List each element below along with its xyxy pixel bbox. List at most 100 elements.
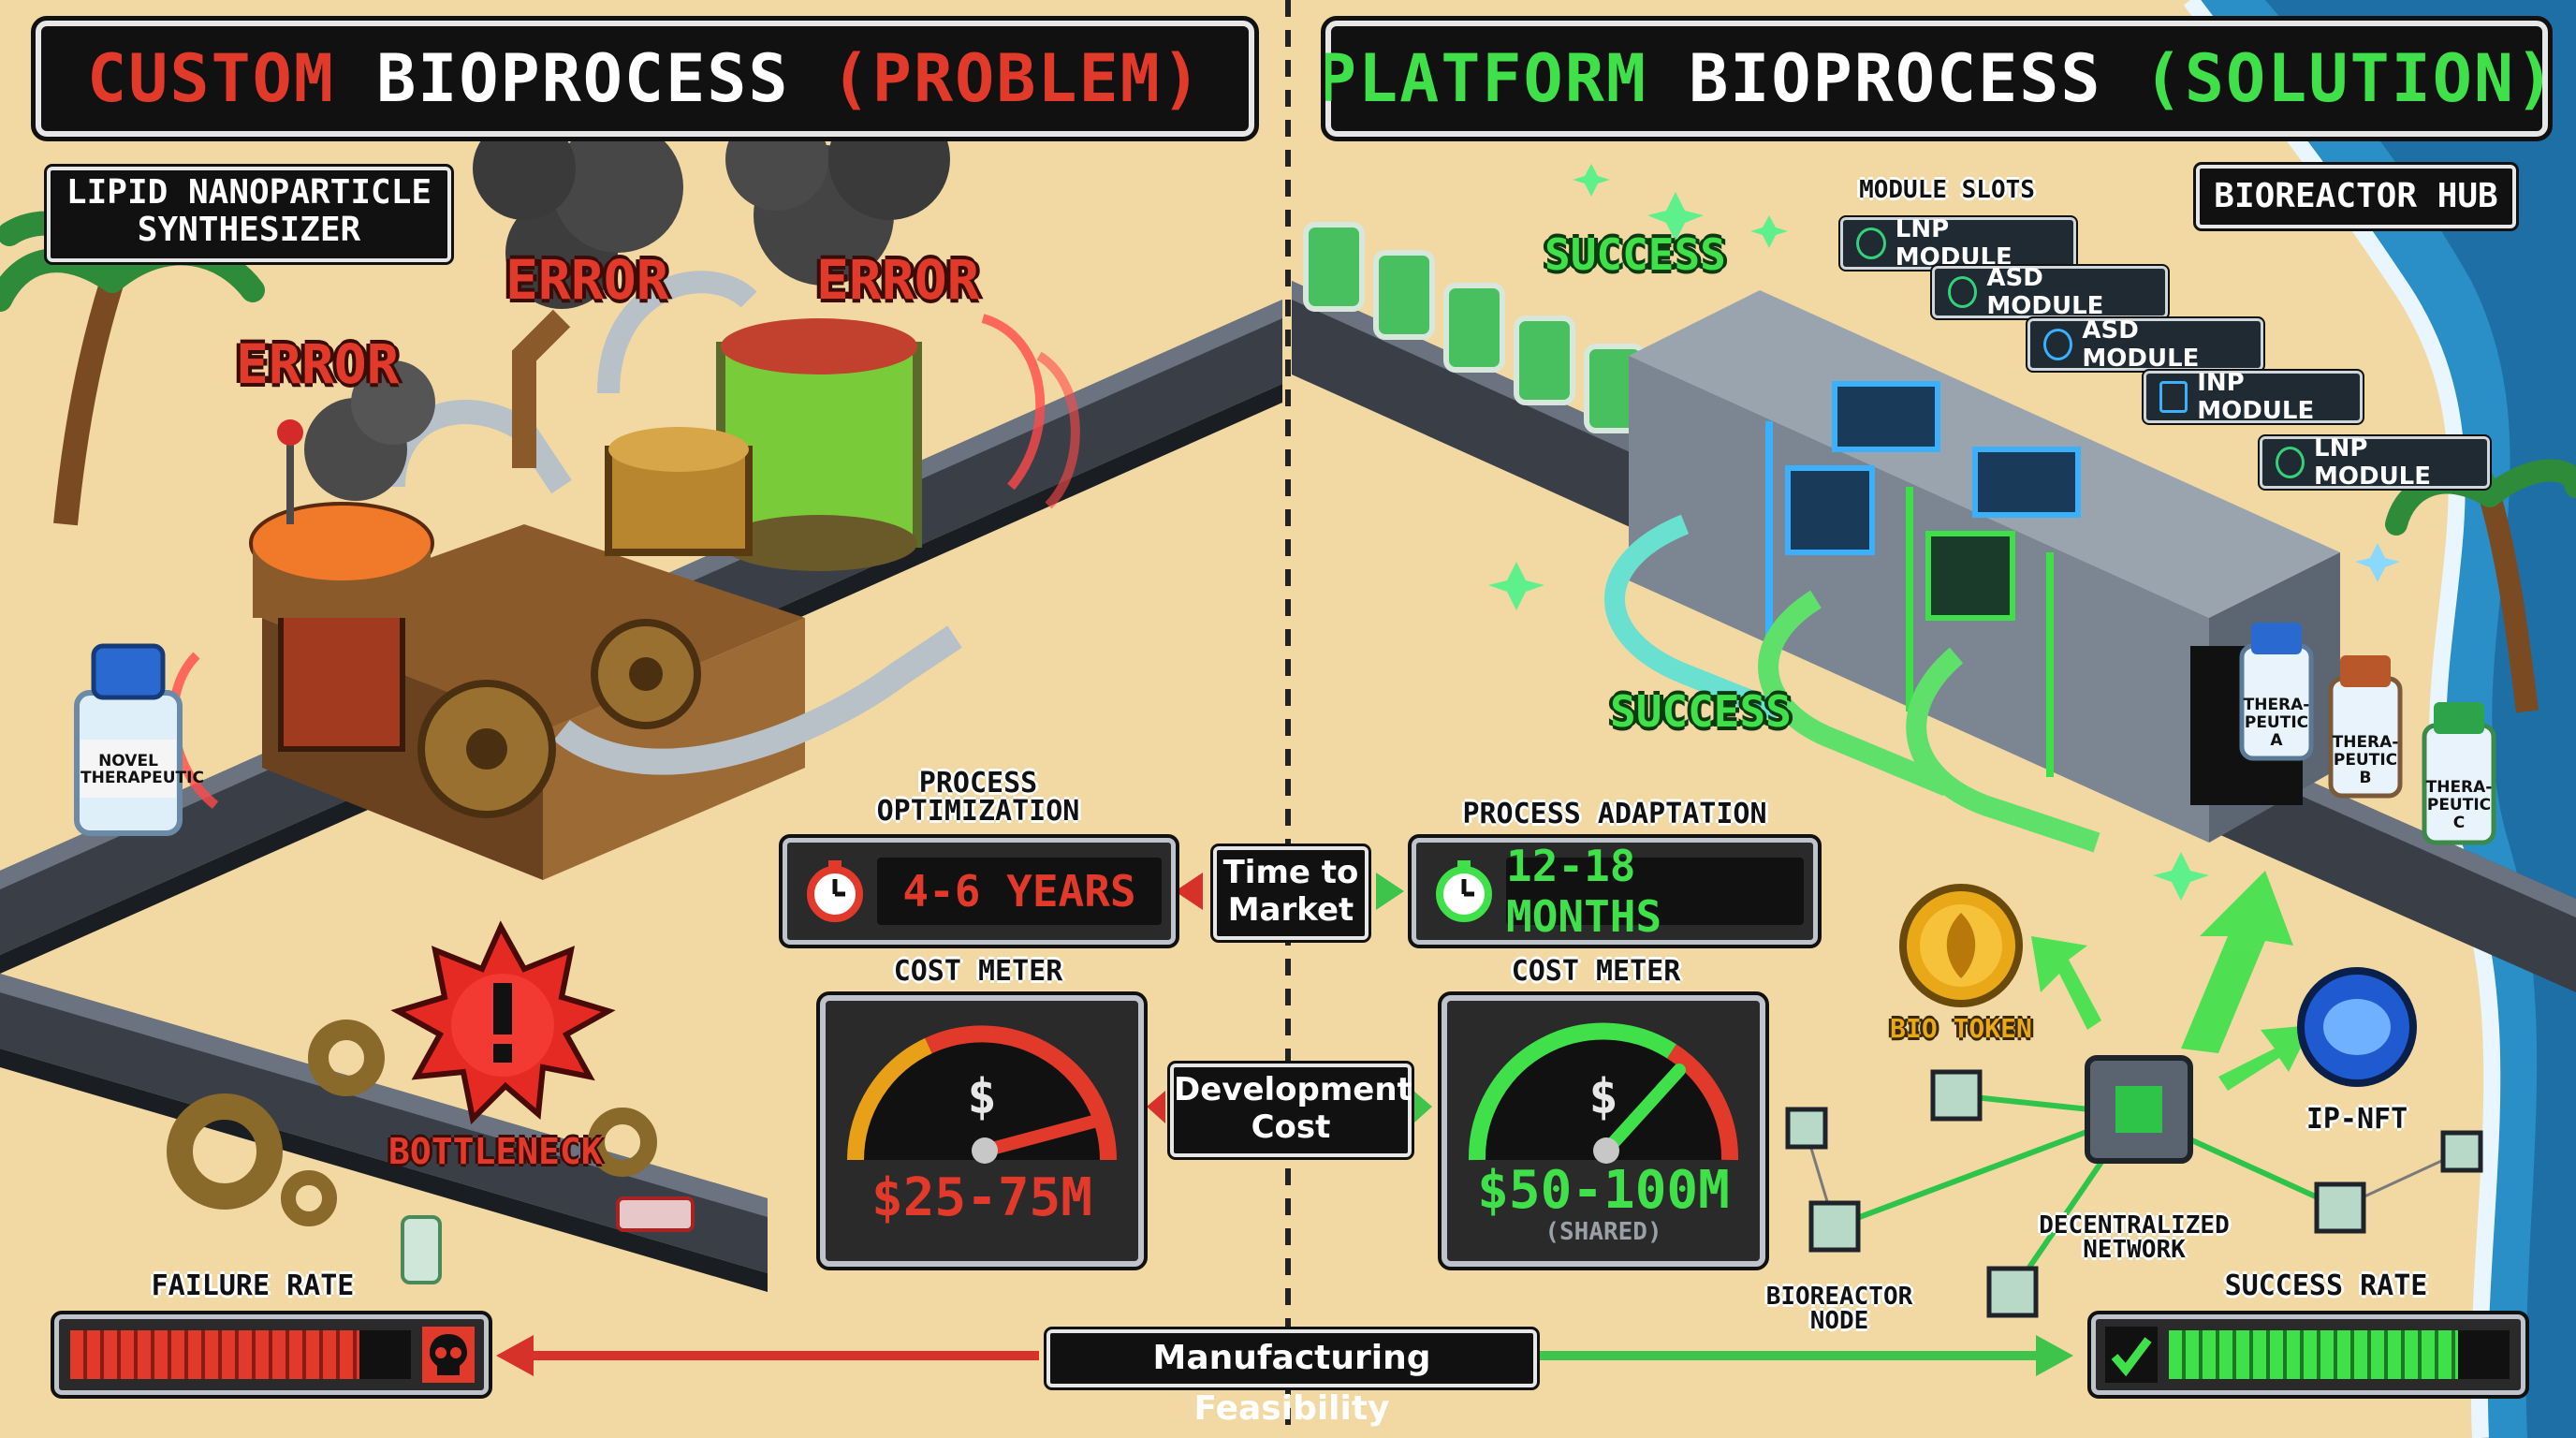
- network-label-line1: DECENTRALIZED: [2039, 1211, 2230, 1240]
- vial-label-line1: NOVEL: [98, 752, 158, 770]
- therapeutic-b-label: THERA- PEUTIC B: [2331, 734, 2400, 787]
- sparkle-icons: [1488, 164, 2209, 901]
- title-problem: (PROBLEM): [830, 40, 1203, 117]
- feasibility-arrow-right: [1535, 1335, 2073, 1376]
- vial-label-line2: THERAPEUTIC: [80, 769, 204, 787]
- module-slot-2[interactable]: ASD MODULE: [1930, 264, 2170, 320]
- stopwatch-red-icon: [807, 860, 863, 922]
- skull-icon: [422, 1327, 475, 1383]
- bottleneck-warning-icon: [390, 920, 616, 1125]
- bioreactor-hub-label: BIOREACTOR HUB: [2193, 162, 2519, 231]
- development-cost-line1: Development: [1174, 1071, 1412, 1108]
- therapeutic-a-line2: PEUTIC: [2244, 713, 2309, 732]
- network-label-line2: NETWORK: [2083, 1236, 2186, 1264]
- cost-value-problem: $25-75M: [871, 1167, 1092, 1228]
- error-label-3: ERROR: [816, 248, 980, 312]
- cube-icon: [2159, 381, 2188, 413]
- module-slot-1[interactable]: LNP MODULE: [1838, 215, 2078, 271]
- globe-icon: [2043, 329, 2073, 360]
- gauge-dial-green-icon: $: [1468, 1022, 1739, 1164]
- process-optimization-line1: PROCESS: [918, 767, 1038, 800]
- error-label-2: ERROR: [505, 248, 669, 312]
- success-rate-label: SUCCESS RATE: [2224, 1269, 2428, 1302]
- success-rate-fill: [2169, 1330, 2459, 1379]
- time-box-problem: 4-6 YEARS: [779, 834, 1179, 948]
- manufacturing-feasibility-label: Manufacturing Feasibility: [1044, 1327, 1540, 1428]
- development-cost-line2: Cost: [1251, 1108, 1331, 1146]
- title-banner-problem: CUSTOM BIOPROCESS (PROBLEM): [31, 16, 1259, 141]
- module-slot-4-label: INP MODULE: [2197, 369, 2315, 425]
- cost-gauge-solution: $ $50-100M (SHARED): [1438, 991, 1769, 1270]
- cost-gauge-problem: $ $25-75M: [816, 991, 1148, 1270]
- time-box-solution: 12-18 MONTHS: [1408, 834, 1822, 948]
- title-solution: (SOLUTION): [2143, 40, 2557, 117]
- module-slot-5[interactable]: LNP MODULE: [2258, 434, 2492, 491]
- title-platform: PLATFORM: [1316, 40, 1647, 117]
- molecule-icon: [2276, 447, 2305, 478]
- title-bioprocess-left: BIOPROCESS: [376, 40, 790, 117]
- therapeutic-b-line2: PEUTIC: [2333, 751, 2398, 770]
- process-adaptation-label: PROCESS ADAPTATION: [1462, 798, 1767, 830]
- module-slot-4[interactable]: INP MODULE: [2142, 369, 2364, 425]
- process-optimization-label: PROCESS OPTIMIZATION: [842, 770, 1114, 826]
- time-to-market-line2: Market: [1227, 891, 1354, 929]
- failure-rate-track: [70, 1330, 411, 1379]
- development-cost-label: Development Cost: [1167, 1061, 1414, 1160]
- checkmark-icon: [2105, 1327, 2158, 1383]
- title-bioprocess-right: BIOPROCESS: [1689, 40, 2102, 117]
- success-label-2: SUCCESS: [1610, 686, 1792, 737]
- failure-rate-fill: [70, 1330, 360, 1379]
- sparkle-icons-blue: [2355, 543, 2400, 582]
- title-custom: CUSTOM: [87, 40, 335, 117]
- growth-arrows-icon: [2031, 871, 2312, 1091]
- therapeutic-b-line1: THERA-: [2332, 733, 2399, 752]
- broken-gear-icon: [308, 1020, 385, 1096]
- bottleneck-label: BOTTLENECK: [388, 1131, 603, 1172]
- feasibility-arrow-left: [496, 1335, 1039, 1376]
- module-slot-3-label: ASD MODULE: [2082, 316, 2200, 373]
- ip-nft-label: IP-NFT: [2305, 1103, 2408, 1136]
- flask-icon: [1948, 276, 1978, 308]
- bioprocess-machine-broken: [168, 98, 1080, 880]
- svg-text:$: $: [967, 1069, 996, 1125]
- therapeutic-a-line3: A: [2270, 731, 2283, 750]
- time-value-problem: 4-6 YEARS: [877, 858, 1162, 925]
- module-slot-3[interactable]: ASD MODULE: [2026, 316, 2265, 373]
- process-optimization-line2: OPTIMIZATION: [876, 795, 1080, 828]
- success-rate-meter: [2087, 1311, 2529, 1399]
- title-banner-solution: PLATFORM BIOPROCESS (SOLUTION): [1317, 16, 2554, 141]
- module-slot-1-label: LNP MODULE: [1895, 215, 2012, 271]
- cost-meter-label-right: COST METER: [1511, 955, 1681, 988]
- time-to-market-label: Time to Market: [1210, 844, 1371, 943]
- module-slot-2-label: ASD MODULE: [1986, 264, 2104, 320]
- time-to-market-line1: Time to: [1222, 854, 1359, 891]
- gauge-dial-red-icon: $: [847, 1025, 1117, 1164]
- lnp-module-icon: [1856, 227, 1886, 259]
- therapeutic-a-label: THERA- PEUTIC A: [2242, 697, 2311, 750]
- cost-value-solution: $50-100M: [1477, 1160, 1730, 1221]
- node-label-line2: NODE: [1809, 1307, 1869, 1335]
- success-rate-track: [2169, 1330, 2510, 1379]
- time-value-solution: 12-18 MONTHS: [1506, 841, 1804, 942]
- module-slots-label: MODULE SLOTS: [1859, 176, 2035, 204]
- therapeutic-c-label: THERA- PEUTIC C: [2424, 779, 2494, 832]
- therapeutic-c-line2: PEUTIC: [2426, 796, 2492, 814]
- vial-label: NOVEL THERAPEUTIC: [80, 752, 204, 787]
- network-node-icons: [1785, 1055, 2483, 1318]
- decentralized-network-label: DECENTRALIZED NETWORK: [2012, 1213, 2256, 1262]
- stopwatch-green-icon: [1436, 860, 1492, 922]
- node-label-line1: BIOREACTOR: [1765, 1283, 1913, 1311]
- cost-note-shared: (SHARED): [1544, 1218, 1662, 1246]
- synthesizer-label-line2: SYNTHESIZER: [137, 211, 361, 249]
- svg-text:$: $: [1588, 1069, 1617, 1125]
- synthesizer-label: LIPID NANOPARTICLE SYNTHESIZER: [44, 164, 454, 265]
- synthesizer-label-line1: LIPID NANOPARTICLE: [66, 173, 432, 212]
- bio-token-label: BIO TOKEN: [1890, 1013, 2032, 1044]
- therapeutic-c-line3: C: [2452, 814, 2466, 832]
- module-slot-5-label: LNP MODULE: [2314, 434, 2432, 491]
- novel-therapeutic-vial: [74, 643, 183, 836]
- bio-token-coin-icon: [1899, 884, 2023, 1007]
- failure-rate-meter: [51, 1311, 492, 1399]
- ip-nft-brain-icon: [2297, 967, 2417, 1087]
